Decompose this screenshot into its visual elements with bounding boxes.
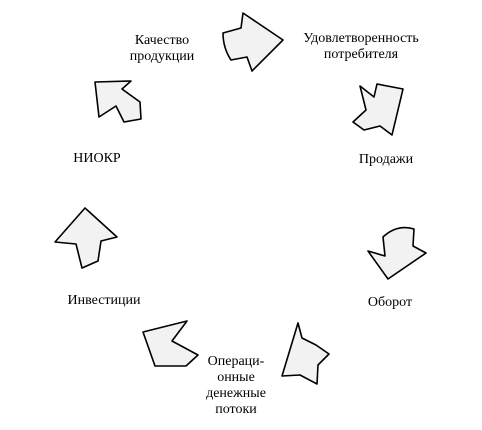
- node-cashflow-line-2: онные: [217, 370, 255, 385]
- node-cashflow-line-4: потоки: [215, 402, 257, 417]
- arrow-rnd-to-quality: [94, 80, 142, 123]
- arrow-cashflow-to-investments: [142, 320, 199, 367]
- arrow-investments-to-rnd: [54, 207, 118, 269]
- arrow-sales-to-turnover: [367, 226, 427, 280]
- node-investments: Инвестиции: [54, 293, 154, 309]
- node-investments-line-1: Инвестиции: [67, 293, 141, 308]
- node-cashflow-line-3: денежные: [206, 386, 266, 401]
- node-sales: Продажи: [344, 152, 428, 168]
- node-sales-line-1: Продажи: [358, 152, 414, 167]
- arrow-quality-to-satisfaction: [222, 12, 284, 72]
- node-cashflow-line-1: Операци-: [207, 354, 265, 369]
- node-cashflow: Операци- онные денежные потоки: [196, 354, 276, 418]
- node-quality-line-2: продукции: [129, 49, 195, 64]
- node-turnover: Оборот: [355, 295, 425, 311]
- arrow-satisfaction-to-sales: [352, 83, 404, 136]
- arrow-turnover-to-cashflow: [281, 322, 330, 385]
- node-rnd: НИОКР: [62, 151, 132, 167]
- node-quality: Качество продукции: [117, 33, 207, 65]
- node-quality-line-1: Качество: [134, 33, 190, 48]
- node-rnd-line-1: НИОКР: [73, 151, 121, 166]
- node-turnover-line-1: Оборот: [367, 295, 413, 310]
- node-satisfaction-line-1: Удовлетворенность: [303, 31, 419, 46]
- node-satisfaction-line-2: потребителя: [323, 47, 399, 62]
- node-satisfaction: Удовлетворенность потребителя: [289, 31, 433, 63]
